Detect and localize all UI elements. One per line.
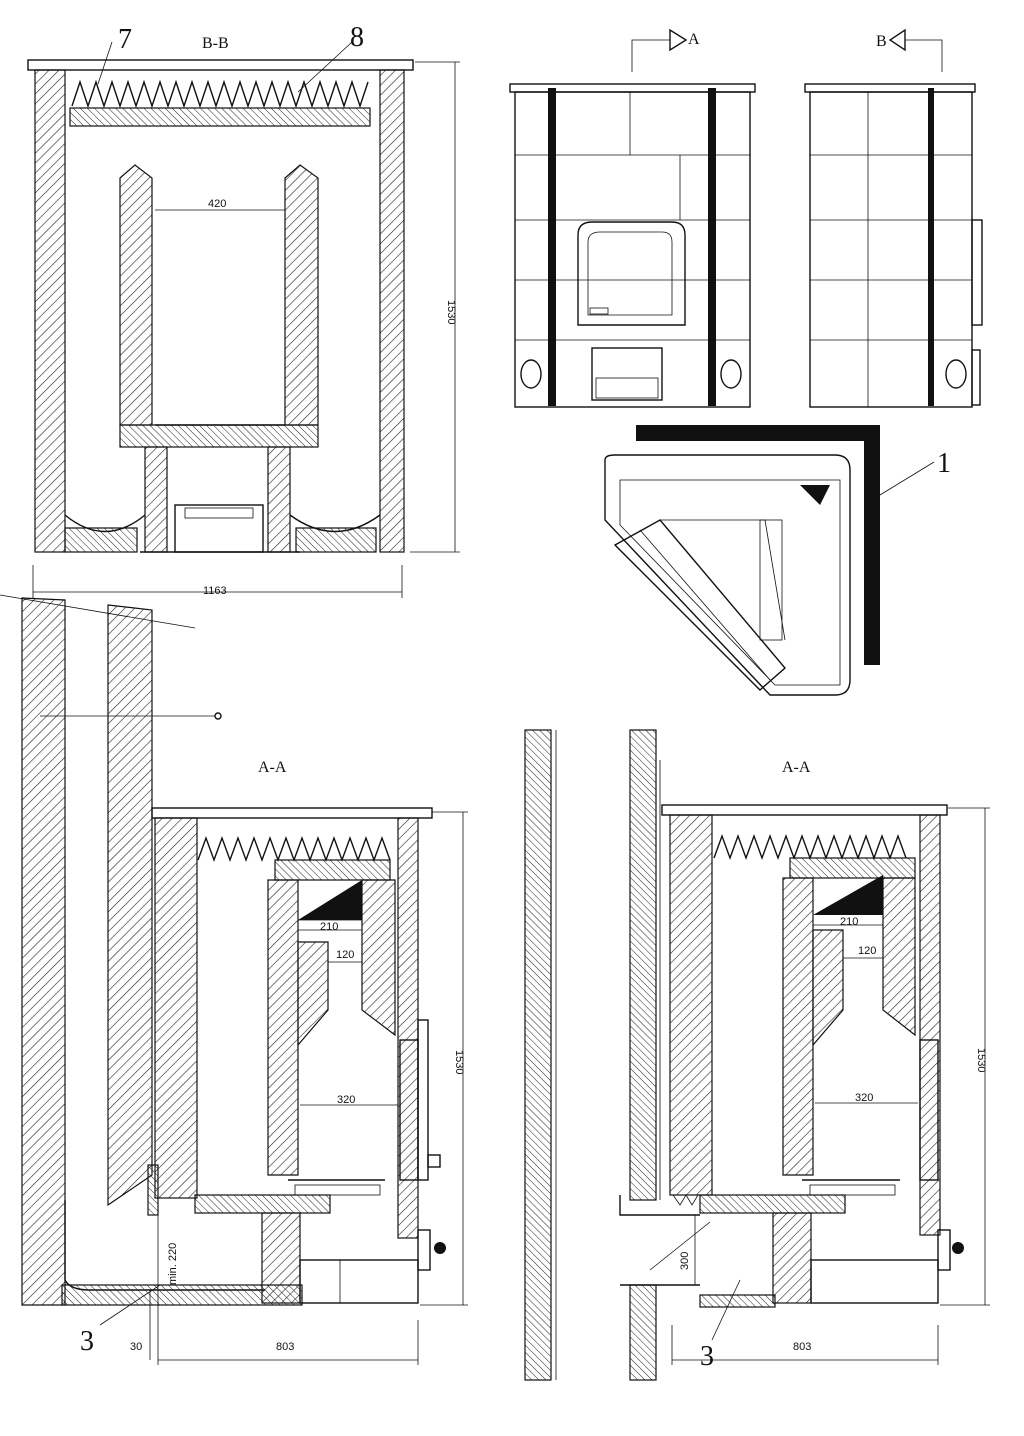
dim-aa-right-120: 120 [858, 945, 876, 957]
callout-1: 1 [937, 448, 951, 479]
dim-bb-width: 1163 [203, 585, 227, 597]
callout-8: 8 [350, 22, 364, 53]
section-bb [27, 41, 460, 598]
section-aa-right [524, 729, 990, 1381]
plan-view [604, 425, 935, 696]
dim-bb-inner: 420 [208, 198, 226, 210]
view-b-label: B [876, 33, 887, 50]
dim-aa-right-300: 300 [679, 1252, 691, 1270]
front-view [509, 28, 756, 408]
dim-aa-left-210: 210 [320, 921, 338, 933]
dim-aa-left-320: 320 [337, 1094, 355, 1106]
section-aa-left [0, 594, 468, 1365]
dim-aa-left-min: min. 220 [167, 1243, 179, 1285]
view-a-label: A [688, 31, 700, 48]
callout-3-left: 3 [80, 1326, 94, 1357]
dim-aa-right-height: 1530 [975, 1048, 987, 1072]
dim-aa-left-120: 120 [336, 949, 354, 961]
dim-aa-left-803: 803 [276, 1341, 294, 1353]
dim-aa-left-30: 30 [130, 1341, 142, 1353]
dim-bb-height: 1530 [445, 300, 457, 324]
side-view [804, 28, 983, 408]
dim-aa-right-210: 210 [840, 916, 858, 928]
dim-aa-right-320: 320 [855, 1092, 873, 1104]
callout-3-right: 3 [700, 1341, 714, 1372]
dim-aa-right-803: 803 [793, 1341, 811, 1353]
dim-aa-left-height: 1530 [453, 1050, 465, 1074]
section-aa-right-title: A-A [782, 759, 811, 776]
callout-7: 7 [118, 24, 132, 55]
section-bb-title: B-B [202, 35, 229, 52]
section-aa-left-title: A-A [258, 759, 287, 776]
